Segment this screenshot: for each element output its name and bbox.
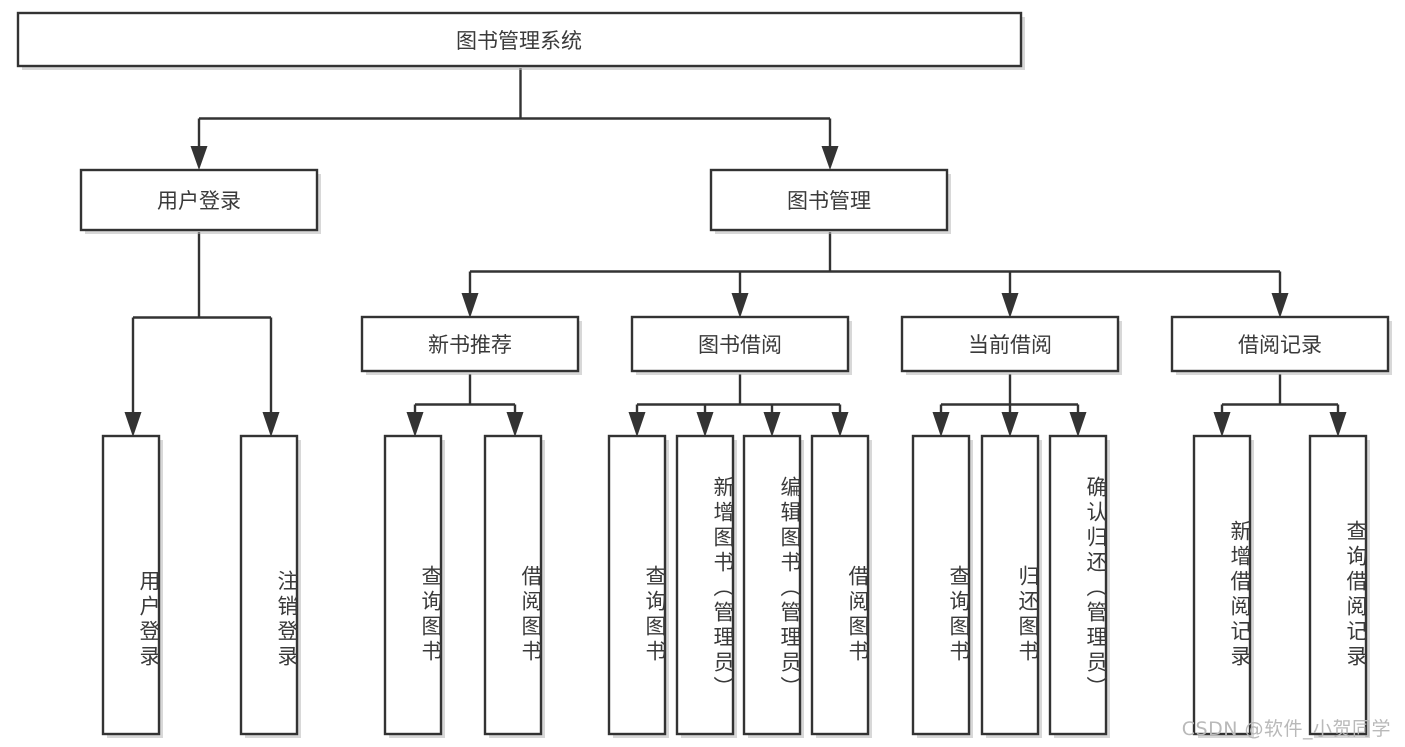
arrow-head-leaf-return-book — [1001, 412, 1019, 437]
arrow-head-leaf-query-book-2 — [628, 412, 646, 437]
arrow-head-leaf-user-logout — [262, 412, 280, 437]
arrow-head-book-management — [821, 146, 839, 170]
leaf-boxes — [101, 434, 1370, 738]
node-root[interactable]: 图书管理系统 — [16, 11, 1025, 70]
arrow-head-leaf-add-record — [1213, 412, 1231, 437]
connector-group-current-borrow — [932, 374, 1087, 437]
leaf-query-book-3-rect[interactable] — [911, 434, 971, 736]
connector-group-new-book-recommend — [406, 374, 524, 437]
node-new-book-recommend-rect[interactable] — [360, 315, 580, 373]
leaf-user-logout-rect[interactable] — [239, 434, 299, 736]
arrow-head-leaf-confirm-return — [1069, 412, 1087, 437]
leaf-query-book-2-rect[interactable] — [607, 434, 667, 736]
arrow-head-leaf-borrow-book-2 — [831, 412, 849, 437]
node-current-borrow[interactable]: 当前借阅 — [900, 315, 1122, 375]
node-user-login-label: 用户登录 — [157, 189, 241, 213]
node-root-rect[interactable] — [16, 11, 1023, 68]
node-new-book-recommend-label: 新书推荐 — [428, 333, 512, 357]
arrow-head-leaf-user-login — [124, 412, 142, 437]
node-book-management[interactable]: 图书管理 — [709, 168, 951, 234]
node-root-label: 图书管理系统 — [456, 29, 582, 53]
connector-group-book-management — [461, 232, 1289, 318]
node-current-borrow-label: 当前借阅 — [968, 333, 1052, 357]
arrow-head-current-borrow — [1001, 293, 1019, 318]
connector-group-root — [190, 68, 839, 170]
node-borrow-record-rect[interactable] — [1170, 315, 1390, 373]
arrow-head-book-borrow — [731, 293, 749, 318]
node-borrow-record-label: 借阅记录 — [1238, 333, 1322, 357]
leaf-query-record-rect[interactable] — [1308, 434, 1368, 736]
connector-group-book-borrow — [628, 374, 849, 437]
watermark-text: CSDN @软件_小贺同学 — [1181, 718, 1391, 740]
node-book-management-label: 图书管理 — [787, 189, 871, 213]
leaf-add-book-rect[interactable] — [675, 434, 735, 736]
node-new-book-recommend[interactable]: 新书推荐 — [360, 315, 582, 375]
leaf-edit-book-rect[interactable] — [742, 434, 802, 736]
node-borrow-record[interactable]: 借阅记录 — [1170, 315, 1392, 375]
leaf-query-book-1-rect[interactable] — [383, 434, 443, 736]
node-book-management-rect[interactable] — [709, 168, 949, 232]
node-user-login-rect[interactable] — [79, 168, 319, 232]
node-current-borrow-rect[interactable] — [900, 315, 1120, 373]
leaf-return-book-rect[interactable] — [980, 434, 1040, 736]
connector-group-user-login — [124, 232, 280, 437]
connector-group-borrow-record — [1213, 374, 1347, 437]
arrow-head-user-login — [190, 146, 208, 170]
arrow-head-leaf-query-book-1 — [406, 412, 424, 437]
arrow-head-leaf-borrow-book-1 — [506, 412, 524, 437]
leaf-add-record-rect[interactable] — [1192, 434, 1252, 736]
leaf-borrow-book-2-rect[interactable] — [810, 434, 870, 736]
arrow-head-new-book-recommend — [461, 293, 479, 318]
leaf-confirm-return-rect[interactable] — [1048, 434, 1108, 736]
node-book-borrow-label: 图书借阅 — [698, 333, 782, 357]
leaf-borrow-book-1-rect[interactable] — [483, 434, 543, 736]
arrow-head-leaf-edit-book — [763, 412, 781, 437]
node-book-borrow-rect[interactable] — [630, 315, 850, 373]
arrow-head-borrow-record — [1271, 293, 1289, 318]
node-book-borrow[interactable]: 图书借阅 — [630, 315, 852, 375]
arrow-head-leaf-query-record — [1329, 412, 1347, 437]
arrow-head-leaf-add-book — [696, 412, 714, 437]
node-user-login[interactable]: 用户登录 — [79, 168, 321, 234]
leaf-user-login-rect[interactable] — [101, 434, 161, 736]
arrow-head-leaf-query-book-3 — [932, 412, 950, 437]
